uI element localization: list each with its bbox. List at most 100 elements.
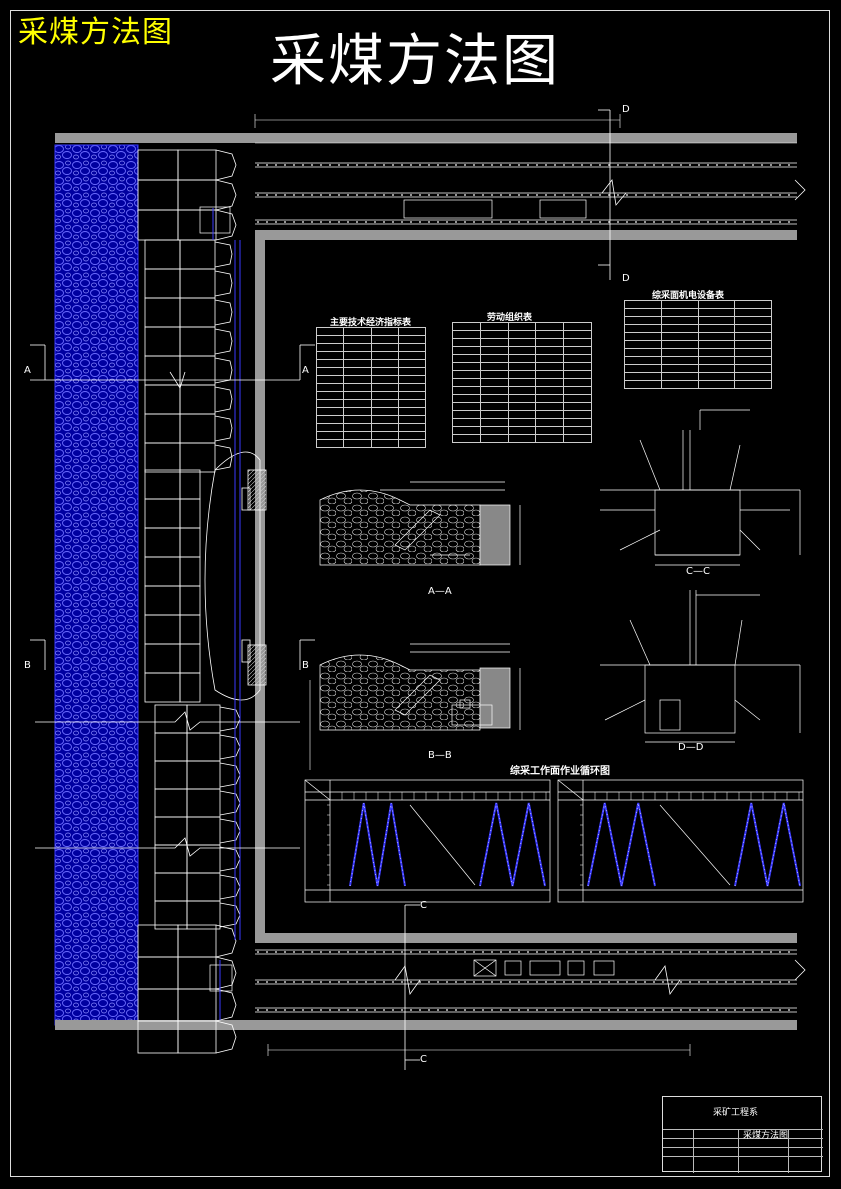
table-cell [315,375,345,384]
table-row [315,359,427,368]
rail-dot [743,981,745,983]
support-block [144,413,181,444]
rail-dot [401,221,403,223]
table-cell [397,431,427,440]
table-cell [734,332,772,341]
support-block [177,988,217,1022]
support-block [137,179,179,211]
table-cell [315,359,345,368]
table-cell [660,380,699,389]
rail-dot [302,1009,304,1011]
title-block-row [663,1138,823,1147]
rail-dot [482,194,484,196]
table-cell [563,386,592,395]
support-canopy [219,706,241,732]
table-cell [343,327,372,336]
table-cell [479,322,509,331]
table-cell [479,330,509,339]
shearer [204,451,267,701]
rail-dot [608,194,610,196]
support-canopy [214,299,233,326]
cycle-diagonal [659,804,731,886]
title-block-drawing-name: 采煤方法图 [743,1131,789,1141]
table-cell [660,364,699,373]
title-block-divider [788,1129,789,1173]
support-canopy [215,149,237,181]
rail-dot [347,194,349,196]
cycle-wave [349,802,406,887]
rail-dot [554,981,556,983]
rail-dot [464,221,466,223]
table-cell [660,372,699,381]
rail-dot [716,164,718,166]
rail-dot [527,221,529,223]
rail-dot [293,221,295,223]
support-block [144,326,181,357]
rail-dot [761,981,763,983]
table-cell [315,327,345,336]
rail-dot [581,951,583,953]
table-cell [535,394,565,403]
rail-dot [419,221,421,223]
table-cell [535,418,565,427]
rail-dot [752,194,754,196]
rail-dot [662,221,664,223]
rail-dot [293,981,295,983]
rail-dot [275,981,277,983]
support-block [186,760,221,790]
rail-dot [662,164,664,166]
rail-dot [770,221,772,223]
rail-dot [311,194,313,196]
section-dd-label: D—D [678,742,704,753]
rail-dot [266,951,268,953]
rail-dot [554,1009,556,1011]
rail-dot [608,221,610,223]
table-cell [370,407,399,416]
support-block [154,844,188,874]
rail-dot [401,194,403,196]
table-cell [397,359,427,368]
rail-dot [275,164,277,166]
rail-dot [581,981,583,983]
rail-dot [428,951,430,953]
support-block [177,149,217,181]
rail-dot [464,164,466,166]
rail-dot [347,164,349,166]
table-cell [370,375,399,384]
rail-dot [653,221,655,223]
table-cell [397,327,427,336]
section-aa-drawing [319,481,521,566]
rail-dot [311,221,313,223]
table-cell [343,415,372,424]
rail-dot [509,1009,511,1011]
support-block [179,442,216,473]
table-cell [370,431,399,440]
table-cell [563,426,592,435]
rail-dot [779,981,781,983]
rail-dot [482,164,484,166]
rail-dot [653,194,655,196]
table-cell [343,423,372,432]
rail-dot [347,1009,349,1011]
support-block [144,239,181,270]
rail-dot [671,951,673,953]
rail-dot [428,221,430,223]
table-cell [343,351,372,360]
drawing-frame [10,10,830,1177]
table-cell [479,378,509,387]
support-block [144,672,181,703]
rail-dot [527,1009,529,1011]
rail-dot [365,1009,367,1011]
rail-dot [356,981,358,983]
rail-dot [788,164,790,166]
rail-dot [284,981,286,983]
section-aa-label: A—A [428,586,452,597]
rail-dot [383,194,385,196]
rail-dot [257,981,259,983]
rail-dot [374,164,376,166]
rail-dot [635,1009,637,1011]
rail-dot [707,221,709,223]
title-block-divider [738,1129,739,1173]
rail-dot [572,194,574,196]
rail-dot [338,1009,340,1011]
